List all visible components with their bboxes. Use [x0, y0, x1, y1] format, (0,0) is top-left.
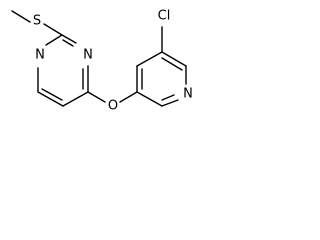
nitrogen-label-right: N: [83, 48, 93, 63]
pyrimidine-ring: [37, 34, 89, 107]
bond-c5p-c6p: [161, 51, 187, 67]
bond-n1-c2: [45, 34, 63, 46]
nitrogen-label-pyridine: N: [183, 87, 193, 102]
atom-labels: S N N O Cl N: [33, 9, 193, 114]
molecule-diagram: S N N O Cl N: [11, 9, 193, 114]
bond-c2p-c3p: [136, 91, 163, 107]
bond-o-c3prime: [119, 91, 138, 103]
bond-methyl-s: [11, 10, 31, 23]
bond-c4-c5: [62, 91, 89, 107]
bond-c5-c6: [37, 91, 64, 107]
pyridine-ring: [136, 26, 187, 107]
bond-n-c2p: [161, 99, 179, 107]
bond-n-c2p-double: [161, 94, 175, 101]
bond-s-c2: [43, 23, 63, 36]
chlorine-label: Cl: [158, 9, 171, 24]
oxygen-label: O: [108, 99, 118, 114]
bond-c5p-c6p-double: [161, 57, 183, 71]
ether-linkage: [87, 91, 138, 103]
bond-c4-o: [87, 91, 106, 103]
bond-c2-n3: [61, 34, 77, 44]
bond-c2-n3-double: [62, 39, 74, 47]
bond-c5-c6-double: [41, 88, 63, 101]
methylthio-group: [11, 10, 63, 36]
sulfur-label: S: [33, 14, 41, 29]
bond-c4p-c5p: [136, 51, 163, 67]
nitrogen-label-left: N: [35, 48, 45, 63]
